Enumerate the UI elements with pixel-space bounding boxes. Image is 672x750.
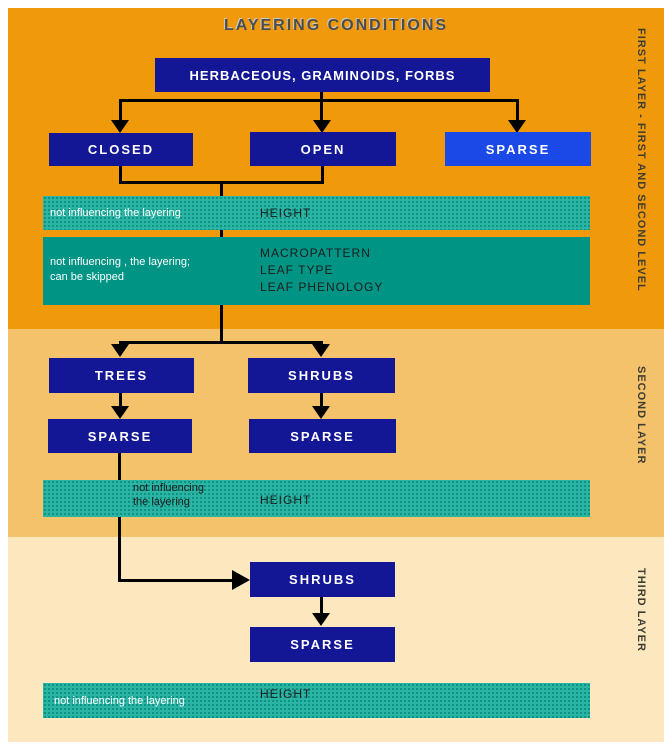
flow-node-open: OPEN (250, 132, 396, 166)
arrowhead-down-closed-icon (111, 120, 129, 133)
attribute-macropattern-label: MACROPATTERN (260, 246, 371, 260)
arrowhead-down-shrubs2-icon (312, 344, 330, 357)
note-bar-height-first: not influencing the layering HEIGHT (43, 196, 590, 230)
connector-top-horizontal (119, 99, 519, 102)
side-label-third-layer: THIRD LAYER (635, 568, 647, 652)
flow-node-sparse-second-right: SPARSE (249, 419, 396, 453)
flow-node-shrubs-third: SHRUBS (250, 562, 395, 597)
connector-drop-closed (119, 99, 122, 121)
flow-node-root: HERBACEOUS, GRAMINOIDS, FORBS (155, 58, 490, 92)
flow-node-sparse-second-left: SPARSE (48, 419, 192, 453)
flow-node-trees: TREES (49, 358, 194, 393)
connector-open-down (321, 166, 324, 183)
arrowhead-right-shrubs3-icon (232, 570, 250, 590)
connector-shrubs2-sparse (320, 393, 323, 407)
attribute-height-label: HEIGHT (260, 687, 312, 701)
note-text: not influencing the layering (50, 207, 181, 219)
attribute-height-label: HEIGHT (260, 206, 312, 220)
flow-node-sparse-third: SPARSE (250, 627, 395, 662)
arrowhead-down-sparse2-left-icon (111, 406, 129, 419)
attribute-leaf-type-label: LEAF TYPE (260, 263, 334, 277)
connector-drop-sparse (516, 99, 519, 121)
attribute-height-label: HEIGHT (260, 493, 312, 507)
note-text-line2: can be skipped (50, 271, 124, 283)
connector-drop-open (320, 99, 323, 121)
connector-shrubs3-sparse (320, 597, 323, 614)
flow-node-shrubs-second: SHRUBS (248, 358, 395, 393)
connector-layer2-horizontal (119, 341, 323, 344)
connector-root-drop (320, 92, 323, 102)
arrowhead-down-trees-icon (111, 344, 129, 357)
attribute-leaf-phenology-label: LEAF PHENOLOGY (260, 280, 384, 294)
note-text-line2: the layering (133, 496, 190, 508)
arrowhead-down-sparse-icon (508, 120, 526, 133)
note-bar-height-second: not influencing the layering HEIGHT (43, 480, 590, 517)
flow-node-sparse-first: SPARSE (445, 132, 591, 166)
side-label-first-layer: FIRST LAYER - FIRST AND SECOND LEVEL (635, 28, 647, 292)
connector-trees-sparse (119, 393, 122, 407)
note-text-line1: not influencing , the layering; (50, 256, 191, 268)
note-text: not influencing the layering (54, 695, 185, 707)
note-text-line1: not influencing (133, 482, 204, 494)
connector-layer3-horizontal (118, 579, 232, 582)
connector-closed-down (119, 166, 122, 183)
side-label-second-layer: SECOND LAYER (635, 366, 647, 465)
diagram-title: LAYERING CONDITIONS (223, 17, 449, 34)
note-bar-height-third: not influencing the layering HEIGHT (43, 683, 590, 718)
arrowhead-down-sparse2-right-icon (312, 406, 330, 419)
connector-sparse2-down (118, 453, 121, 582)
note-bar-skippable-attributes: not influencing , the layering; can be s… (43, 237, 590, 305)
flow-node-closed: CLOSED (49, 133, 193, 166)
arrowhead-down-sparse3-icon (312, 613, 330, 626)
arrowhead-down-open-icon (313, 120, 331, 133)
